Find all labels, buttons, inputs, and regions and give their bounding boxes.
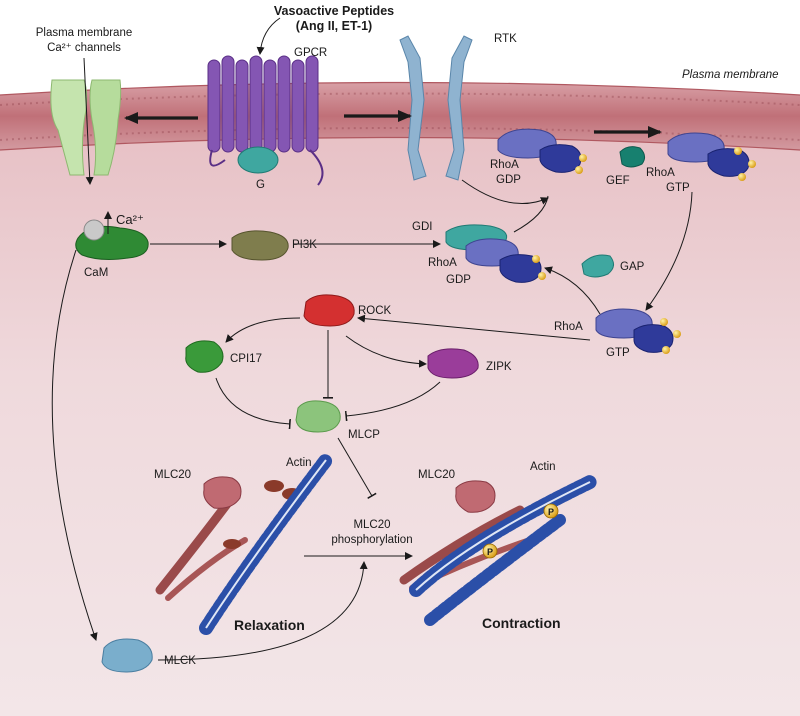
inhibit-zipk-to-mlcp [344,381,441,422]
label-rhoa-gdi-rhoa: RhoA [428,257,457,269]
rtk-receptor [399,35,473,181]
label-gpcr: GPCR [294,47,327,59]
rhoa-gtp-cytosol [595,308,681,354]
arrow-gdi-to-rhoa [513,195,549,233]
arrow-rhoa-to-rock [357,314,591,341]
label-cpi17: CPI17 [230,353,262,365]
label-mlc20-right: MLC20 [418,469,455,481]
inhibit-mlcp-to-phos [337,437,377,500]
label-gdi: GDI [412,221,432,233]
label-mlck: MLCK [164,655,196,667]
arrow-channel-to-ca [83,57,94,185]
label-rhoa-gdp-top-gdp: GDP [496,174,521,186]
g-protein [237,146,279,174]
zipk-protein [427,348,479,379]
label-rhoa-gtp-top-rhoa: RhoA [646,167,675,179]
ca-channel [50,79,122,176]
label-vasoactive-2: (Ang II, ET-1) [296,19,372,33]
label-relaxation: Relaxation [234,617,305,633]
arrow-mlck-to-phos [157,561,368,661]
gap-protein [581,254,614,278]
label-actin-right: Actin [530,461,556,473]
phospho-circle-1 [543,503,559,519]
rhoa-gdp-membrane [497,128,587,174]
label-rock: ROCK [358,305,392,317]
label-g: G [256,179,265,191]
arrow-rock-to-cpi17 [225,317,301,343]
label-mlc20-phos-2: phosphorylation [331,534,412,546]
mlcp-protein [295,400,341,433]
label-rhoa-gtp-mid-gtp: GTP [606,347,630,359]
label-contraction: Contraction [482,615,561,631]
label-cam: CaM [84,267,108,279]
mlck-protein [101,638,153,673]
label-phospho-1: P [548,507,554,517]
label-rhoa-gtp-top-gtp: GTP [666,182,690,194]
gef-protein [619,146,646,168]
pi3k-protein [231,230,289,261]
arrow-peptides-to-gpcr [256,17,281,55]
label-actin-left: Actin [286,457,312,469]
label-rhoa-gtp-mid-rhoa: RhoA [554,321,583,333]
label-rhoa-gdi-gdp: GDP [446,274,471,286]
label-phospho-2: P [487,547,493,557]
label-rhoa-gdp-top-rhoa: RhoA [490,159,519,171]
label-vasoactive-1: Vasoactive Peptides [274,4,394,18]
cam-complex [75,219,149,260]
inhibit-cpi17-to-mlcp [215,377,291,430]
rhoa-gtp-membrane [667,132,756,181]
rock-protein [303,294,355,327]
arrow-cam-to-mlck [51,249,98,641]
cpi17-protein [185,340,224,373]
label-gap: GAP [620,261,645,273]
arrows [51,17,693,661]
arrow-rtk-to-rhoa [461,179,549,205]
label-mlcp: MLCP [348,429,380,441]
label-pi3k: PI3K [292,239,317,251]
label-rtk: RTK [494,33,517,45]
arrow-gtp-down [645,191,693,311]
relaxation-filaments [155,453,333,635]
phospho-circle-2 [482,543,498,559]
label-zipk: ZIPK [486,361,512,373]
arrow-gtp-to-gdp [544,266,601,315]
label-ca-channels-1: Plasma membrane [36,27,133,39]
label-mlc20-left: MLC20 [154,469,191,481]
label-ca2: Ca²⁺ [116,212,144,227]
label-plasma-membrane: Plasma membrane [682,69,779,81]
label-mlc20-phos-1: MLC20 [353,519,390,531]
rhoa-gdi-complex [445,224,546,283]
label-gef: GEF [606,175,630,187]
arrow-rock-to-zipk [345,335,427,368]
label-ca-channels-2: Ca²⁺ channels [47,42,121,54]
contraction-filaments [399,475,597,626]
